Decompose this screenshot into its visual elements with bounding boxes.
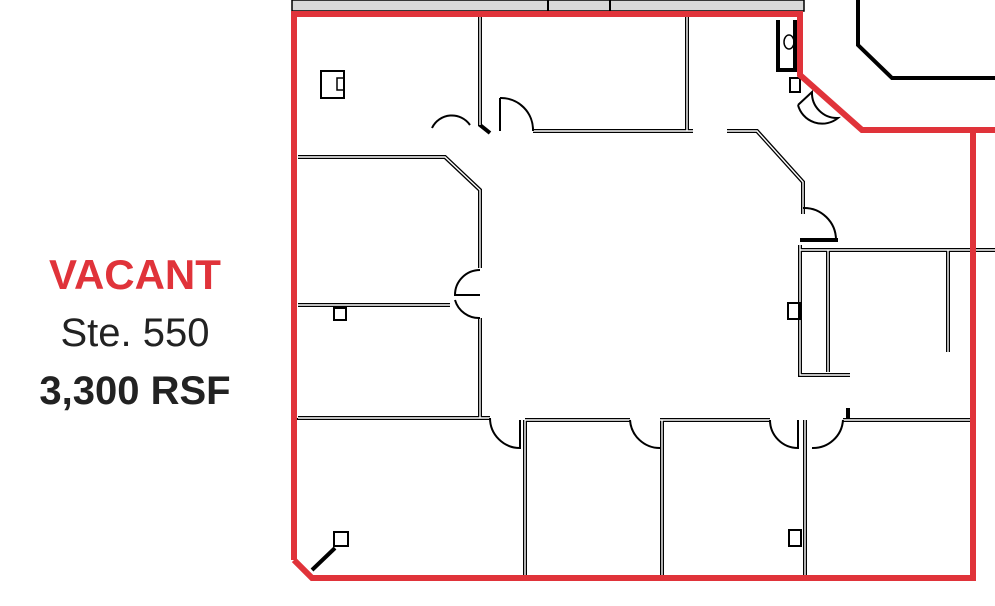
rentable-area: 3,300 RSF (39, 369, 231, 413)
vacancy-status: VACANT (49, 251, 221, 298)
wall-inner-lines (298, 14, 995, 578)
outlets (320, 34, 802, 547)
door-swing (431, 114, 471, 129)
door-swing (802, 206, 837, 241)
door-swing (489, 417, 521, 450)
door-swing (811, 419, 844, 450)
interior-walls (296, 14, 995, 578)
door-swing (629, 419, 661, 450)
suite-boundary (291, 11, 995, 581)
door-swing (499, 96, 535, 132)
suite-number: Ste. 550 (60, 311, 210, 355)
door-swing (454, 299, 481, 320)
doors (431, 89, 844, 450)
suite-label: VACANT Ste. 550 3,300 RSF (0, 246, 270, 420)
door-swing (769, 419, 799, 450)
door-swing (453, 269, 481, 296)
door-swing (797, 89, 841, 125)
